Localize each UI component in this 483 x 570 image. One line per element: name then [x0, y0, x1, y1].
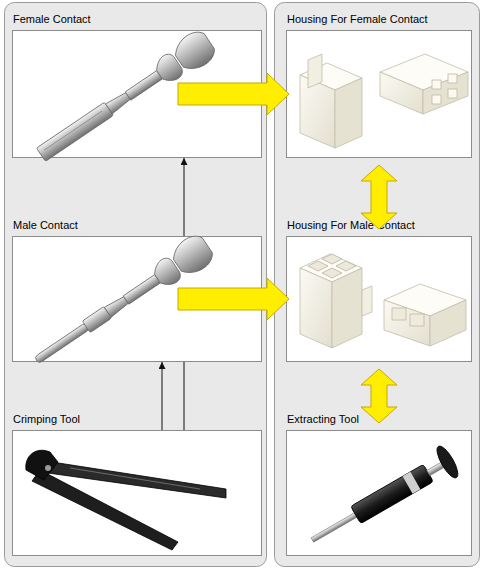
cavity	[410, 314, 424, 326]
cavity	[432, 80, 441, 89]
housing-side	[430, 300, 466, 346]
tool-jaw	[26, 450, 58, 480]
housing-latch	[308, 54, 322, 88]
box-heading: Female Contact	[13, 13, 91, 26]
cavity	[448, 74, 457, 83]
cavity	[308, 261, 328, 271]
cavity	[322, 268, 342, 278]
housing-front	[300, 268, 332, 348]
cavity	[336, 261, 356, 271]
male-housing-illustration	[300, 254, 466, 348]
insulation-wings	[168, 231, 217, 279]
tool-tip	[311, 512, 359, 542]
tool-highlight	[70, 468, 200, 489]
mating-arrow	[361, 369, 397, 423]
cavity	[392, 308, 406, 320]
housing-side	[335, 78, 362, 148]
receptacle-detail	[44, 111, 102, 150]
cavity	[322, 254, 342, 264]
box-heading: Crimping Tool	[13, 413, 80, 426]
female-housing-illustration	[300, 54, 468, 148]
crimp-arrow	[162, 362, 163, 430]
housing-front	[380, 72, 423, 114]
box-heading: Housing For Male Contact	[287, 219, 415, 232]
housing-latch	[362, 286, 372, 316]
right-panel	[275, 3, 480, 567]
wire-barrel	[125, 71, 162, 101]
flow-arrow	[178, 73, 289, 115]
tool-pivot	[45, 465, 51, 471]
housing-side	[423, 72, 468, 114]
box-heading: Extracting Tool	[287, 413, 359, 426]
flow-arrow	[178, 278, 289, 320]
housing-front	[384, 300, 430, 346]
mating-arrow	[361, 165, 397, 229]
extracting-tool-illustration	[303, 443, 461, 555]
box-heading: Male Contact	[13, 219, 78, 232]
receptacle-body	[36, 102, 113, 161]
tool-band	[403, 472, 421, 494]
crimping-tool-illustration	[26, 450, 226, 550]
tool-barrel	[351, 464, 434, 523]
housing-side	[332, 268, 362, 348]
housing-front	[300, 75, 335, 148]
tool-handle	[48, 462, 226, 498]
cavity	[432, 95, 441, 104]
wire-barrel	[123, 275, 160, 305]
tool-knob	[433, 443, 461, 480]
box-heading: Housing For Female Contact	[287, 13, 428, 26]
insulation-wings	[170, 27, 219, 75]
contact-pin	[34, 322, 90, 363]
cavity	[448, 89, 457, 98]
crimp-arrow	[184, 158, 185, 430]
spacer	[392, 324, 406, 325]
